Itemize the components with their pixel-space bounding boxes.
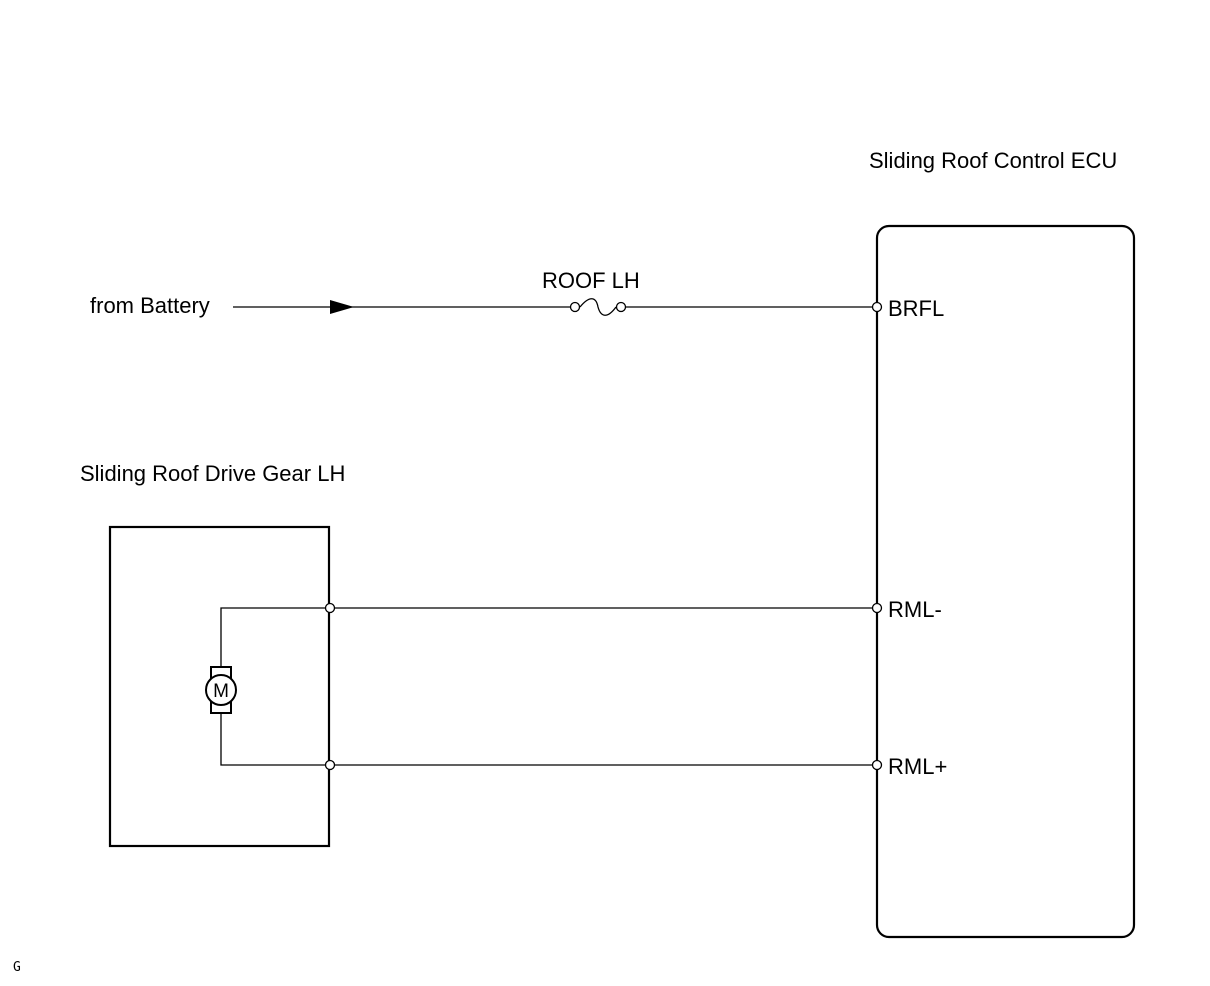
gear-terminal-lower: [324, 759, 336, 771]
rml-plus-terminal: [871, 759, 883, 771]
drive-gear-box: [108, 525, 331, 848]
motor-symbol: M: [213, 681, 229, 702]
brfl-pin-label: BRFL: [888, 296, 944, 321]
ecu-box: [875, 224, 1136, 939]
corner-mark: G: [13, 960, 21, 975]
motor-upper-lead: [220, 607, 325, 668]
fuse-icon: [569, 298, 627, 316]
fuse-label: ROOF LH: [542, 268, 640, 293]
arrow-right-icon: [330, 300, 354, 314]
motor-lower-lead: [220, 712, 325, 766]
ecu-title: Sliding Roof Control ECU: [869, 148, 1117, 173]
battery-source-label: from Battery: [90, 293, 210, 318]
rml-minus-terminal: [871, 602, 883, 614]
rml-plus-pin-label: RML+: [888, 754, 947, 779]
brfl-terminal: [871, 301, 883, 313]
rml-minus-pin-label: RML-: [888, 597, 942, 622]
drive-gear-title: Sliding Roof Drive Gear LH: [80, 461, 345, 486]
gear-terminal-upper: [324, 602, 336, 614]
motor-icon: [205, 666, 237, 714]
